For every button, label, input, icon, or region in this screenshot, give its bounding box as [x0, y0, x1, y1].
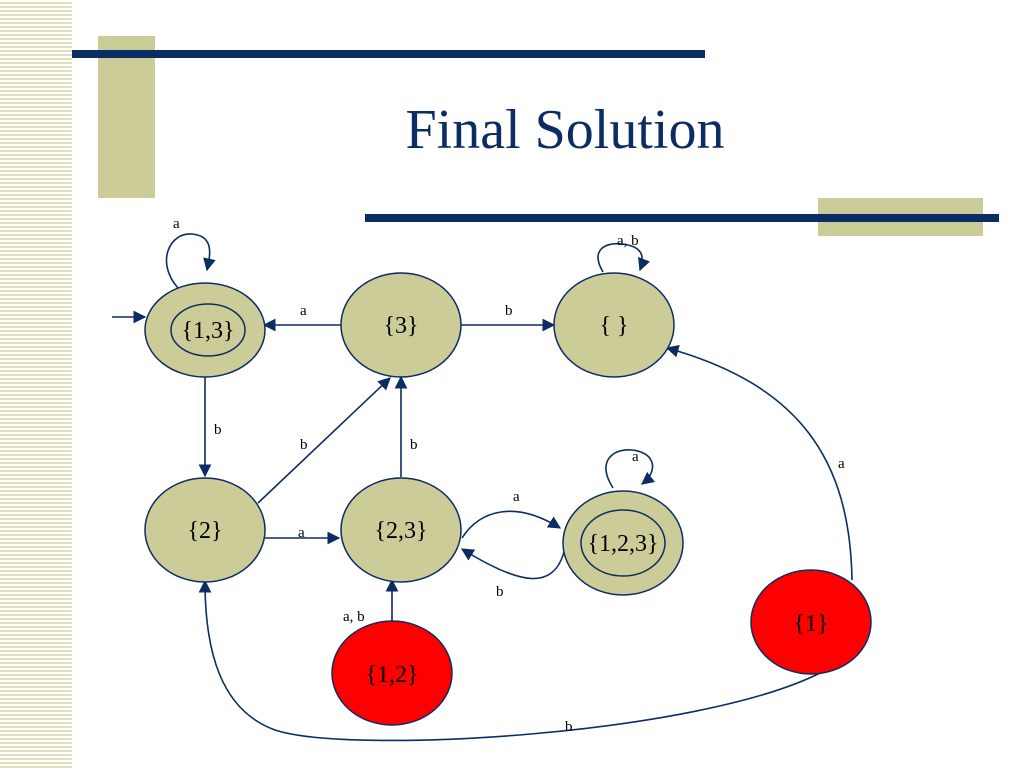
state-12: {1,2} [331, 620, 453, 726]
edge-label: b [565, 719, 573, 735]
state-circle [340, 272, 462, 378]
state-label: {2} [187, 518, 222, 544]
edge-label: a, b [343, 609, 365, 625]
edge-empty-self-ab [597, 242, 651, 273]
accent-bar-middle [365, 214, 999, 222]
page-title: Final Solution [405, 99, 725, 161]
edge-1-to-empty-a [665, 344, 853, 581]
state-circle [144, 477, 266, 583]
state-circle [750, 569, 872, 675]
edge-label: b [214, 422, 222, 438]
edge-label: b [505, 303, 513, 319]
state-label: {3} [383, 313, 418, 339]
state-circle [562, 490, 684, 596]
state-13: {1,3} [144, 282, 266, 378]
edge-123-self-a [605, 449, 656, 489]
state-circle [553, 272, 675, 378]
state-circle [340, 477, 462, 583]
edge-13-self-a [165, 233, 216, 289]
accepting-ring [170, 303, 246, 357]
edge-label: a [173, 216, 180, 232]
edge-1-to-2-b [198, 579, 823, 742]
state-123: {1,2,3} [562, 490, 684, 596]
edge-label: b [410, 437, 418, 453]
state-23: {2,3} [340, 477, 462, 583]
state-label: {1,3} [181, 318, 234, 344]
edge-label: a [300, 303, 307, 319]
edge-labels: a a b a, b b b b a a a b a, b a b [173, 216, 845, 735]
state-circle [331, 620, 453, 726]
edge-label: b [496, 584, 504, 600]
edge-123-to-23-b [460, 547, 566, 580]
edge-label: a [298, 525, 305, 541]
edge-23-to-123-a [461, 510, 562, 539]
state-3: {3} [340, 272, 462, 378]
state-label: {1} [793, 611, 828, 637]
edge-label: a [513, 489, 520, 505]
state-1: {1} [750, 569, 872, 675]
state-label: {1,2,3} [587, 531, 658, 557]
state-label: { } [599, 313, 628, 339]
edge-label: b [300, 437, 308, 453]
state-circle [144, 282, 266, 378]
edge-label: a [838, 456, 845, 472]
edge-2-to-3-b [257, 377, 391, 504]
state-2: {2} [144, 477, 266, 583]
edges [112, 233, 853, 742]
left-stripe-decoration [0, 0, 72, 768]
state-label: {1,2} [365, 662, 418, 688]
accent-block-left [98, 36, 155, 198]
state-empty: { } [553, 272, 675, 378]
state-label: {2,3} [374, 518, 427, 544]
edge-label: a [632, 449, 639, 465]
edge-label: a, b [617, 233, 639, 249]
accepting-ring [580, 509, 666, 577]
accent-bar-top [72, 50, 705, 58]
